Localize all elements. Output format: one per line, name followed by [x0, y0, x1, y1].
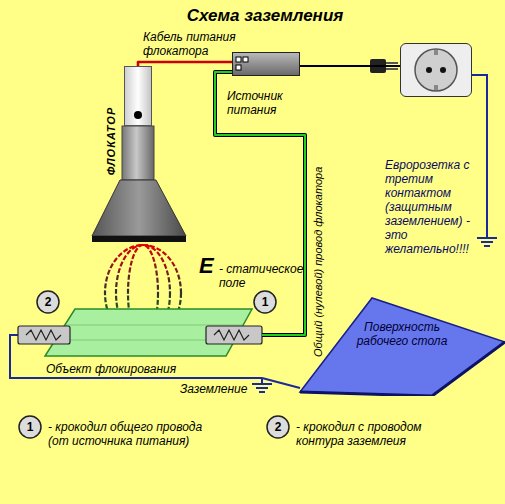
- callout-number: 1: [254, 295, 276, 309]
- socket-face: [401, 44, 471, 96]
- legend-number: 2: [267, 420, 289, 434]
- ground-label: Заземление: [180, 382, 247, 396]
- euro-socket: Евророзетка с третим контактом (защитным…: [400, 43, 472, 97]
- node-text: Поверхность рабочего стола: [352, 320, 452, 348]
- alligator-clip: [18, 326, 262, 344]
- flocator-head: ФЛОКАТОР: [124, 66, 152, 126]
- wire-connector: [138, 62, 232, 66]
- wire-line: [138, 62, 232, 66]
- wire-label: Кабель питания флокатора: [143, 30, 239, 58]
- callout-number: 2: [37, 295, 59, 309]
- wire-label: Общий (нулевой) провод флокатора: [311, 167, 325, 357]
- callout-circle: [19, 291, 289, 438]
- wire-line: [300, 65, 400, 67]
- node-text: Евророзетка с третим контактом (защитным…: [385, 158, 471, 256]
- power-supply-box: Источник питания: [232, 52, 300, 76]
- power-supply-ports: [233, 53, 299, 75]
- flocator-dot: [134, 111, 142, 119]
- legend-text: - крокодил общего провода (от источника …: [48, 420, 223, 448]
- node-text: Источник питания: [227, 89, 313, 117]
- node-text: ФЛОКАТОР: [104, 81, 118, 201]
- legend-text: - крокодил с проводом контура заземлеия: [296, 420, 446, 448]
- diagram-title: Схема заземления: [130, 6, 400, 26]
- wire-connector: [300, 66, 400, 67]
- node-text: Объект флокирования: [46, 362, 236, 376]
- field-label: - статическое поле: [219, 262, 314, 290]
- socket-ground: [472, 75, 497, 246]
- legend-number: 1: [19, 420, 41, 434]
- flocking-object: Объект флокирования: [18, 308, 262, 358]
- field-symbol: E: [199, 254, 214, 278]
